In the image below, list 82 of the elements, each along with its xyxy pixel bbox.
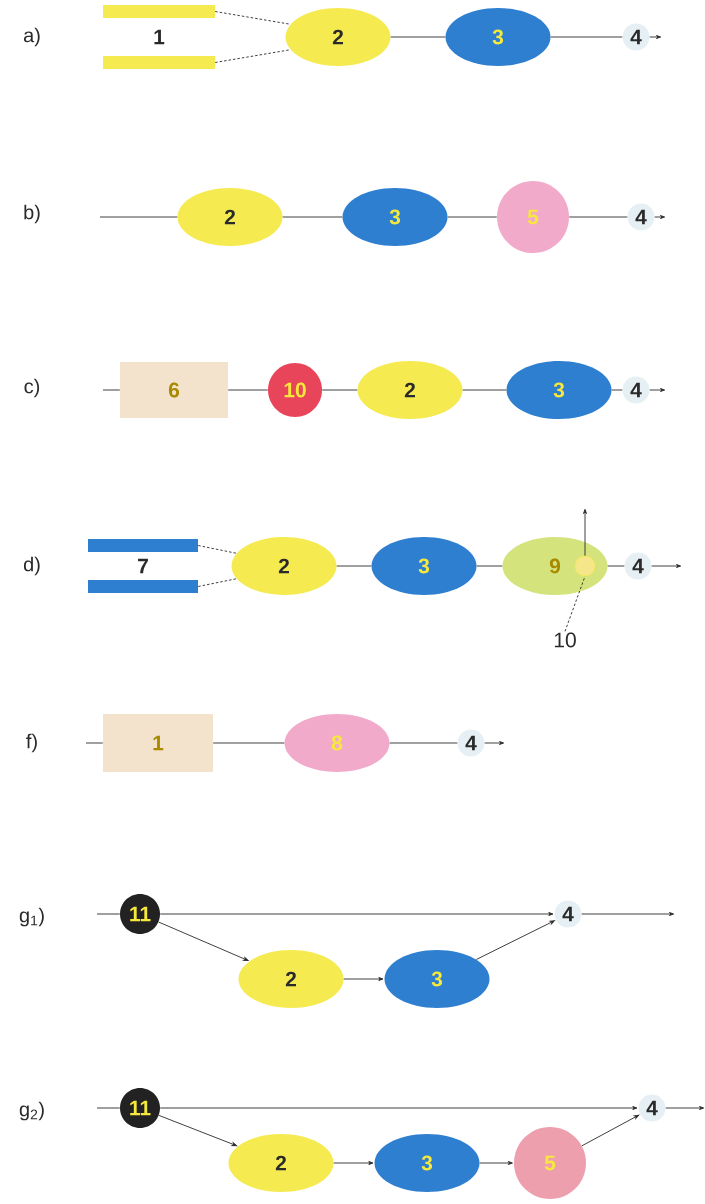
connector-line [227, 389, 269, 391]
circle-node: 11 [120, 894, 160, 934]
connector-line [96, 1107, 121, 1109]
connector-line [214, 11, 291, 25]
panel-label: b) [24, 204, 40, 224]
connector-line [336, 565, 372, 567]
parallel-bars: 7 [88, 539, 198, 593]
panel-label: c) [24, 378, 40, 398]
arrow [649, 388, 666, 392]
connector-line [389, 742, 458, 744]
circle-node: 4 [638, 1094, 666, 1122]
arrow [159, 912, 554, 916]
panel-label: g$_{2}$) [19, 1101, 44, 1121]
connector-line [447, 216, 498, 218]
circle-node: 4 [457, 729, 485, 757]
connector-line [607, 565, 625, 567]
arrow [479, 1161, 513, 1165]
oval-node: 2 [231, 537, 337, 595]
connector-line [214, 49, 291, 63]
circle-node: 4 [627, 203, 655, 231]
circle-node: 11 [120, 1088, 160, 1128]
connector-line [282, 216, 343, 218]
leader-line [564, 575, 586, 632]
arrow [333, 1161, 374, 1165]
circle-node: 4 [624, 552, 652, 580]
oval-node: 2 [238, 950, 344, 1008]
oval-node: 2 [357, 361, 463, 419]
arrow [581, 912, 675, 916]
oval-node: 3 [506, 361, 612, 419]
oval-node: 3 [384, 950, 490, 1008]
connector-line [390, 36, 446, 38]
panel-label: a) [23, 27, 40, 47]
connector-line [197, 545, 237, 554]
arrow [159, 1106, 638, 1110]
oval-node: 2 [285, 8, 391, 66]
connector-line [96, 913, 121, 915]
arrow [583, 508, 587, 557]
oval-node: 8 [284, 714, 390, 772]
circle-marker [574, 555, 596, 577]
connector-line [85, 742, 104, 744]
connector-line [212, 742, 285, 744]
arrow [654, 215, 666, 219]
circle-node: 5 [514, 1127, 586, 1199]
connector-line [99, 216, 178, 218]
circle-node: 5 [497, 181, 569, 253]
parallel-bars: 1 [103, 5, 215, 69]
circle-node: 10 [268, 363, 322, 417]
connector-line [102, 389, 121, 391]
arrow [649, 35, 662, 39]
circle-node: 4 [622, 23, 650, 51]
arrow [158, 921, 249, 962]
oval-node: 2 [228, 1134, 334, 1192]
connector-line [550, 36, 623, 38]
node-label: 7 [138, 558, 148, 574]
panel-label: d) [23, 556, 40, 576]
connector-line [568, 216, 628, 218]
arrow [665, 1106, 705, 1110]
rectangle-node: 1 [103, 714, 213, 772]
oval-node: 3 [342, 188, 448, 246]
connector-line [476, 565, 503, 567]
connector-line [321, 389, 358, 391]
arrow [484, 741, 505, 745]
oval-node: 3 [374, 1134, 480, 1192]
connector-line [462, 389, 507, 391]
panel-label: f) [26, 733, 37, 753]
circle-node: 4 [554, 900, 582, 928]
oval-node: 9 [502, 537, 608, 595]
panel-label: g$_{1}$) [19, 907, 44, 927]
circle-node: 4 [622, 376, 650, 404]
oval-node: 3 [371, 537, 477, 595]
rectangle-node: 6 [120, 362, 228, 418]
arrow [158, 1114, 238, 1147]
arrow [475, 920, 555, 960]
connector-line [611, 389, 623, 391]
node-label: 1 [154, 29, 165, 45]
connector-line [197, 578, 237, 587]
oval-node: 2 [177, 188, 283, 246]
arrow [651, 564, 682, 568]
arrow [581, 1114, 640, 1147]
oval-node: 3 [445, 8, 551, 66]
callout-number: 10 [554, 632, 576, 648]
arrow [343, 977, 384, 981]
